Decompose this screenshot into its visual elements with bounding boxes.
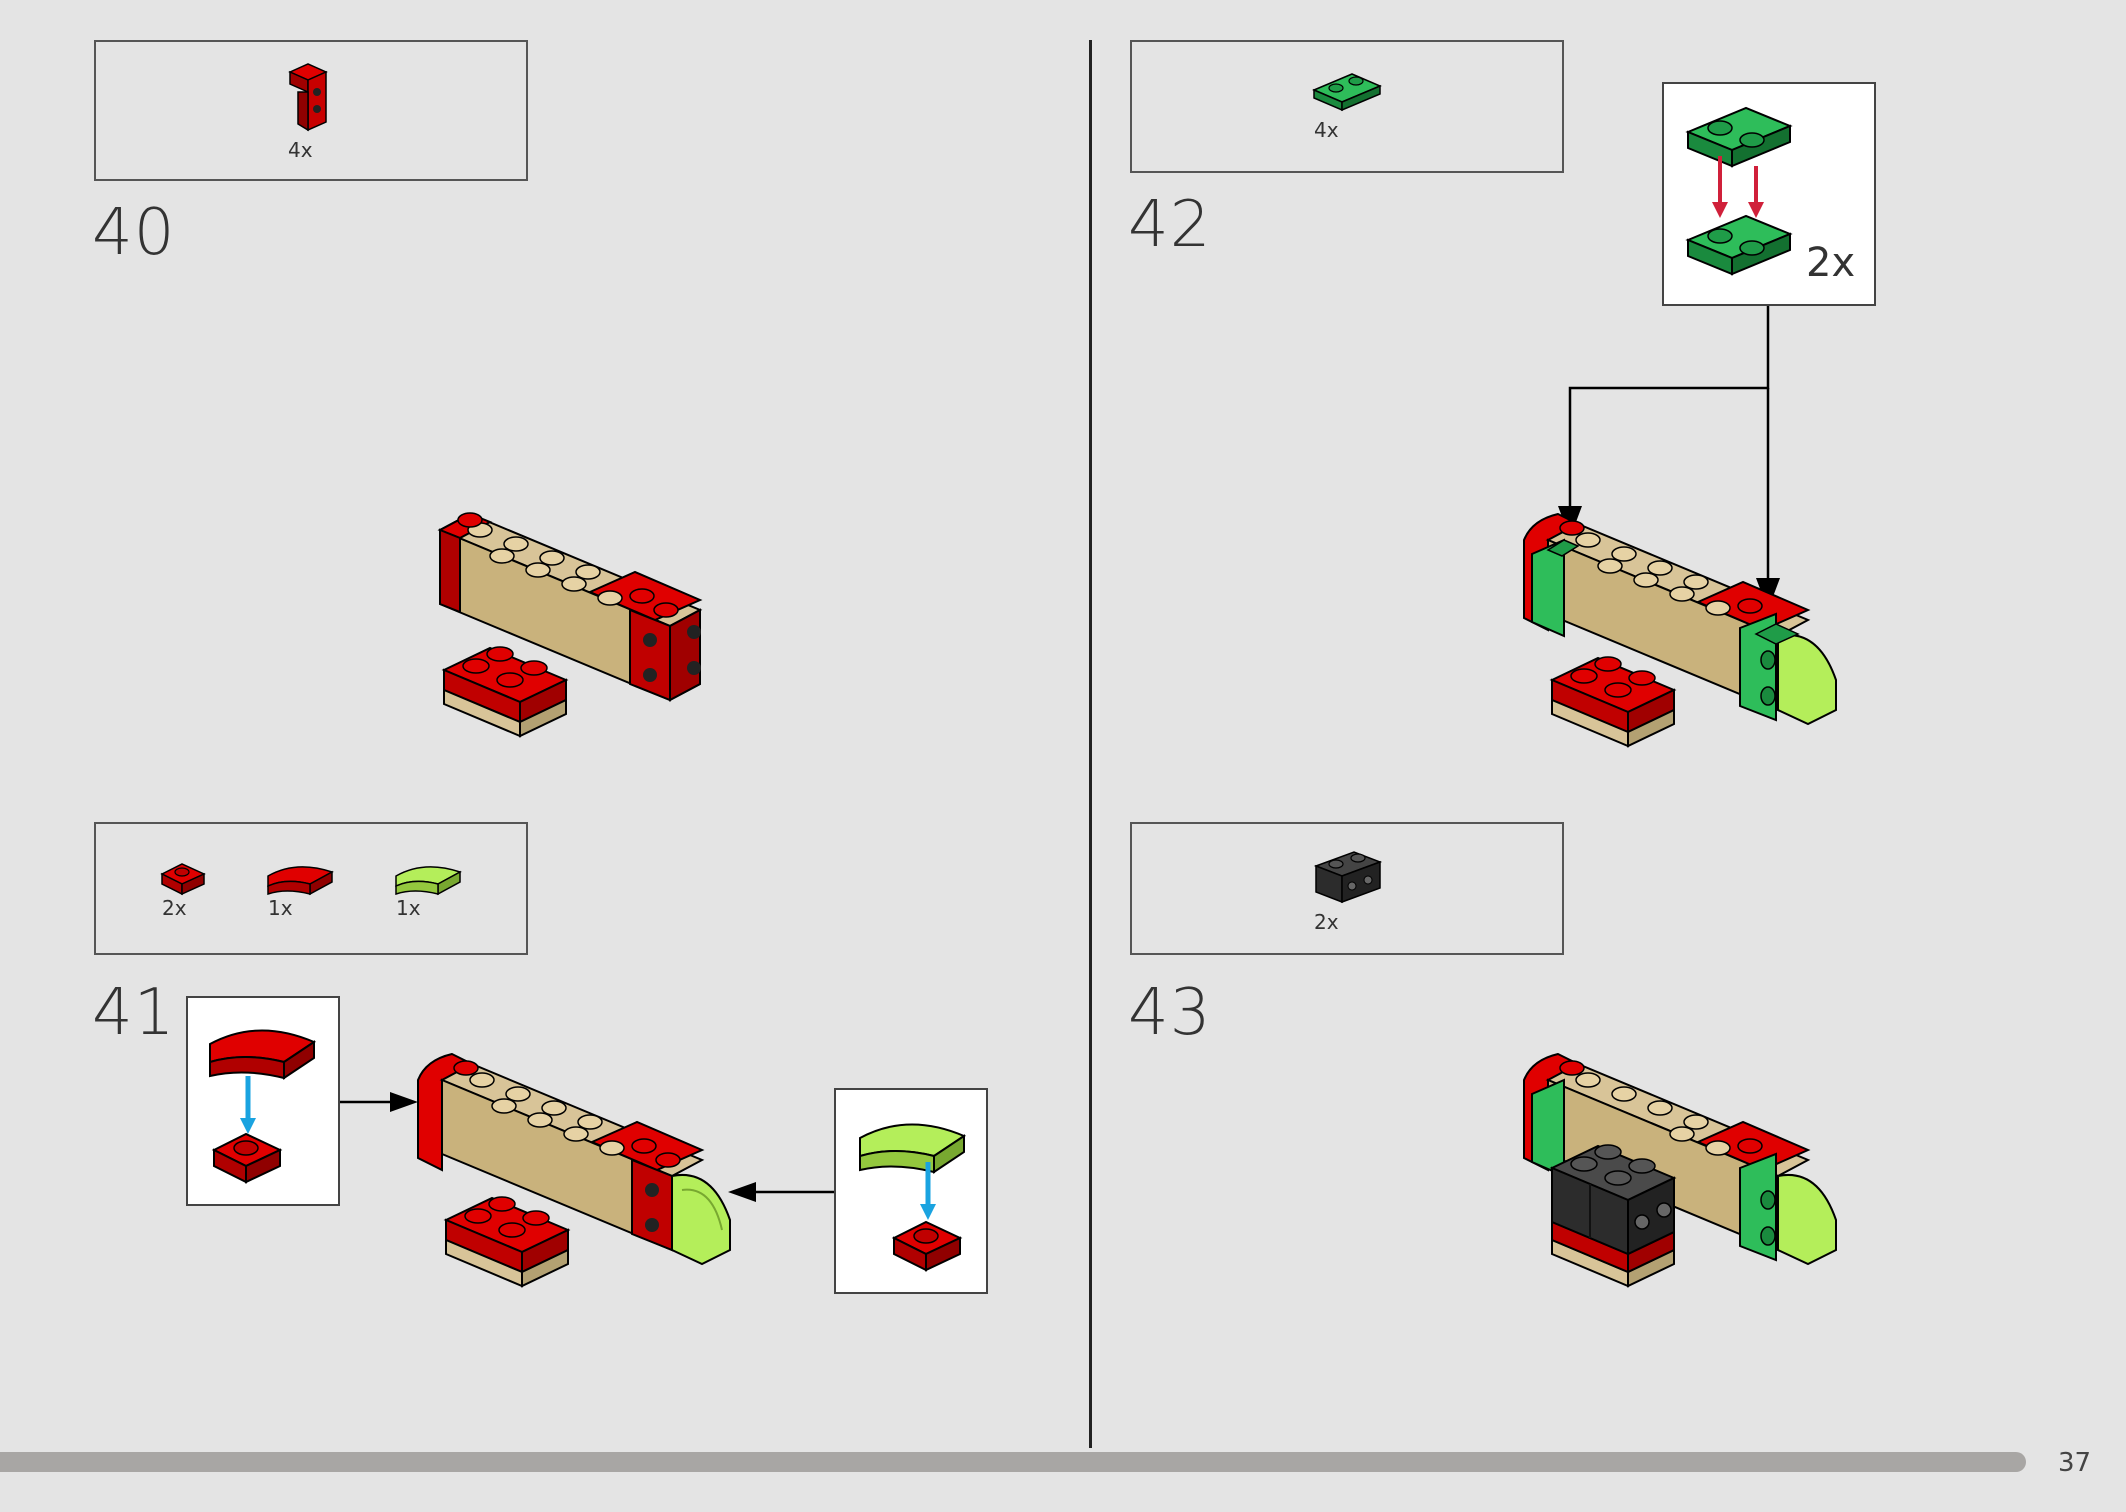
- page-divider: [1089, 40, 1092, 1448]
- parts-box-step-43: 2x: [1130, 822, 1564, 955]
- step-number-42: 42: [1128, 188, 1212, 262]
- part-qty: 1x: [268, 896, 293, 920]
- lime-curved-slope-icon: [395, 866, 462, 896]
- part-qty: 4x: [288, 138, 313, 162]
- red-bracket-icon: [288, 63, 328, 132]
- callout-qty: 2x: [1806, 240, 1856, 286]
- parts-box-step-41: 2x 1x 1x: [94, 822, 528, 955]
- part-qty: 2x: [1314, 910, 1339, 934]
- step-number-40: 40: [92, 196, 176, 270]
- step-number-41: 41: [92, 976, 176, 1050]
- callout-step-42: 2x: [1662, 82, 1876, 306]
- black-brick-1x2-icon: [1313, 851, 1383, 904]
- red-curved-slope-icon: [209, 1029, 317, 1080]
- step-42-model: [1523, 512, 1837, 748]
- arrow-right-icon: [340, 1092, 418, 1112]
- callout-step-41-right: [834, 1088, 988, 1294]
- green-plate-1x2-icon: [1312, 73, 1382, 112]
- arrow-down-icon: [1712, 156, 1764, 218]
- arrow-down-icon: [240, 1076, 256, 1134]
- callout-step-41-left: [186, 996, 340, 1206]
- red-plate-1x1-icon: [160, 863, 206, 896]
- part-qty: 1x: [396, 896, 421, 920]
- lime-curved-slope-icon: [859, 1123, 967, 1174]
- step-43-model: [1523, 1052, 1837, 1288]
- parts-box-step-42: 4x: [1130, 40, 1564, 173]
- part-qty: 4x: [1314, 118, 1339, 142]
- step-number-43: 43: [1128, 976, 1212, 1050]
- parts-box-step-40: 4x: [94, 40, 528, 181]
- arrow-left-icon: [728, 1182, 836, 1202]
- red-plate-1x1-icon: [211, 1132, 283, 1184]
- page-number: 37: [2058, 1448, 2092, 1478]
- green-plate-1x2-icon: [1685, 214, 1793, 276]
- red-curved-slope-icon: [267, 866, 334, 896]
- arrow-down-icon: [920, 1162, 936, 1220]
- step-40-model: [437, 512, 703, 738]
- part-qty: 2x: [162, 896, 187, 920]
- step-41-model: [417, 1052, 731, 1288]
- red-plate-1x1-icon: [891, 1220, 963, 1272]
- progress-bar: [0, 1452, 2026, 1472]
